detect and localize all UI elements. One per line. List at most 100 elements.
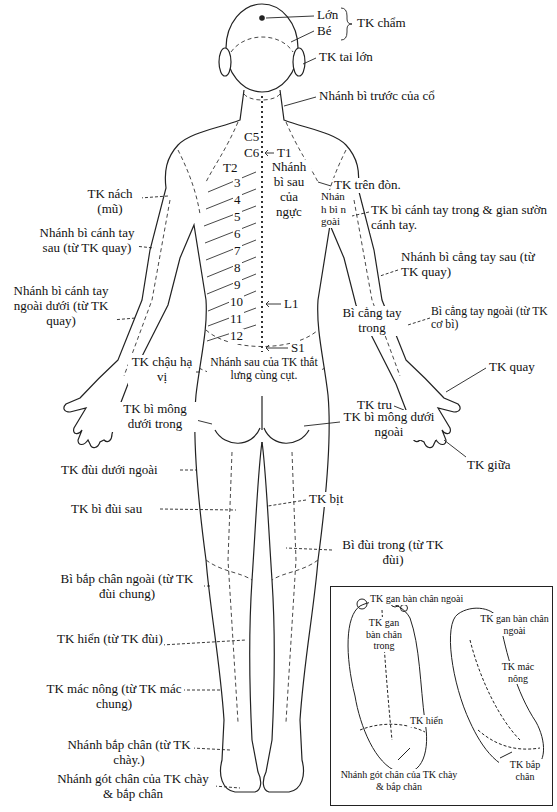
inset-box: TK gan bàn chân ngoài TK gan bàn chân tro…	[330, 586, 553, 806]
dermatome-lines	[206, 240, 256, 260]
foot-inset-drawing	[500, 752, 512, 758]
nerve-label: TK chậu hạ vị	[128, 355, 196, 385]
nerve-label: TK hiển (từ TK đùi)	[56, 632, 164, 647]
leader-lines	[182, 690, 220, 691]
inset-label: TK gan bàn chân ngoài	[369, 593, 464, 605]
region-borders	[206, 122, 238, 182]
leader-lines	[286, 548, 332, 550]
leader-lines	[380, 270, 398, 276]
dermatome-lines	[205, 223, 256, 243]
nerve-label: Nhánh bì cẳng tay sau (từ TK quay)	[400, 250, 552, 280]
foot-inset-drawing	[470, 640, 520, 740]
inset-label: TK mác nông	[491, 661, 545, 684]
nerve-label: T1	[276, 146, 292, 161]
dermatome-number: 5	[233, 210, 242, 225]
dermatome-number: 4	[233, 193, 242, 208]
leader-lines	[266, 301, 269, 307]
dermatome-lines	[206, 189, 256, 209]
dermatome-number: 11	[229, 312, 244, 327]
nerve-label: Nhánh bì sau của ngực	[267, 160, 311, 220]
leader-lines	[140, 196, 168, 198]
nerve-label: Nhánh sau của TK thắt lưng cùng cụt.	[207, 356, 321, 383]
nerve-label: Nhánh bắp chân (từ TK chày.)	[64, 738, 194, 768]
nerve-label: TK tai lớn	[318, 50, 374, 65]
dermatome-lines	[204, 172, 256, 341]
nerve-label: L1	[283, 297, 299, 312]
leader-lines	[352, 212, 369, 216]
body-outline	[293, 48, 305, 76]
region-borders	[178, 150, 200, 214]
nerve-label: T2	[222, 161, 238, 176]
nerve-label: Bé	[316, 24, 332, 39]
nerve-label: TK bì mông dưới trong	[112, 402, 198, 432]
leader-lines	[162, 640, 246, 645]
foot-inset-drawing	[357, 599, 367, 609]
nerve-label: C5	[243, 130, 260, 145]
leader-lines	[266, 16, 314, 18]
nerve-label: Bì bắp chân ngoài (từ TK đùi chung)	[50, 572, 204, 602]
leader-lines	[112, 8, 486, 788]
nerve-label: Lớn	[316, 8, 339, 23]
body-outline	[262, 90, 460, 792]
leader-lines	[196, 420, 212, 424]
leader-lines	[266, 153, 274, 154]
spine-dots	[262, 96, 263, 352]
nerve-label: Bì cẳng tay ngoài (từ TK cơ bì)	[430, 305, 554, 332]
nerve-label: TK chẩm	[356, 16, 407, 31]
region-borders	[286, 452, 296, 722]
nerve-label: Bì cẳng tay trong	[336, 306, 408, 336]
leader-lines	[444, 440, 466, 457]
leader-lines	[266, 304, 281, 305]
nerve-label: Bì đùi trong (từ TK đùi)	[334, 538, 452, 568]
nerve-label: Nhánh bì ngoài	[320, 190, 350, 228]
body-outline	[261, 396, 262, 430]
dermatome-lines	[204, 206, 256, 226]
leader-lines	[318, 182, 331, 186]
leader-lines	[446, 368, 486, 392]
nerve-label: TK đùi dưới ngoài	[60, 463, 159, 478]
nerve-label: TK bịt	[308, 492, 344, 507]
inset-label: TK hiển	[409, 715, 444, 727]
body-outline	[64, 4, 460, 792]
inset-label: TK bắp chân	[499, 759, 551, 782]
leader-lines	[304, 422, 340, 426]
dermatome-number: 7	[233, 244, 242, 259]
dermatome-number: 12	[229, 329, 244, 344]
body-outline	[219, 48, 231, 76]
region-borders	[206, 560, 252, 580]
foot-inset-drawing	[348, 602, 427, 773]
dermatome-number: 10	[229, 295, 244, 310]
foot-inset-drawing	[401, 605, 408, 612]
leader-lines	[341, 8, 352, 40]
region-borders	[244, 94, 280, 100]
leader-lines	[160, 509, 236, 510]
nerve-label: TK bì mông dưới ngoài	[342, 410, 436, 440]
dermatome-number: 8	[233, 261, 242, 276]
dermatome-lines	[208, 291, 256, 311]
nerve-label: TK mác nông (từ TK mác chung)	[44, 682, 184, 712]
nerve-label: TK bì cánh tay trong & gian sườn cánh ta…	[370, 203, 554, 233]
inset-label: TK gan bàn chân trong	[361, 617, 407, 652]
leader-lines	[265, 150, 268, 156]
nerve-label: Nhánh bì trước của cổ	[318, 89, 436, 104]
leader-lines	[266, 345, 269, 351]
nerve-label: TK quay	[488, 360, 536, 375]
region-borders	[231, 37, 293, 52]
dermatome-number: 6	[233, 227, 242, 242]
leader-lines	[214, 786, 240, 788]
inset-label: TK gan bàn chân ngoài	[477, 613, 552, 636]
nerve-label: TK bì đùi sau	[70, 502, 143, 517]
dermatome-lines	[207, 274, 256, 294]
body-outline	[260, 16, 264, 20]
leader-lines	[268, 500, 306, 506]
nerve-label: TK nách (mũ)	[78, 187, 142, 217]
nerve-label: TK giữa	[466, 458, 512, 473]
nerve-label: C6	[243, 146, 260, 161]
foot-inset-drawing	[398, 748, 410, 760]
body-outline	[264, 428, 309, 443]
leader-lines	[192, 748, 230, 750]
leader-lines	[180, 470, 197, 471]
nerve-label: Nhánh gót chân của TK chày & bắp chân	[50, 772, 216, 802]
nerve-label: S1	[290, 341, 306, 356]
